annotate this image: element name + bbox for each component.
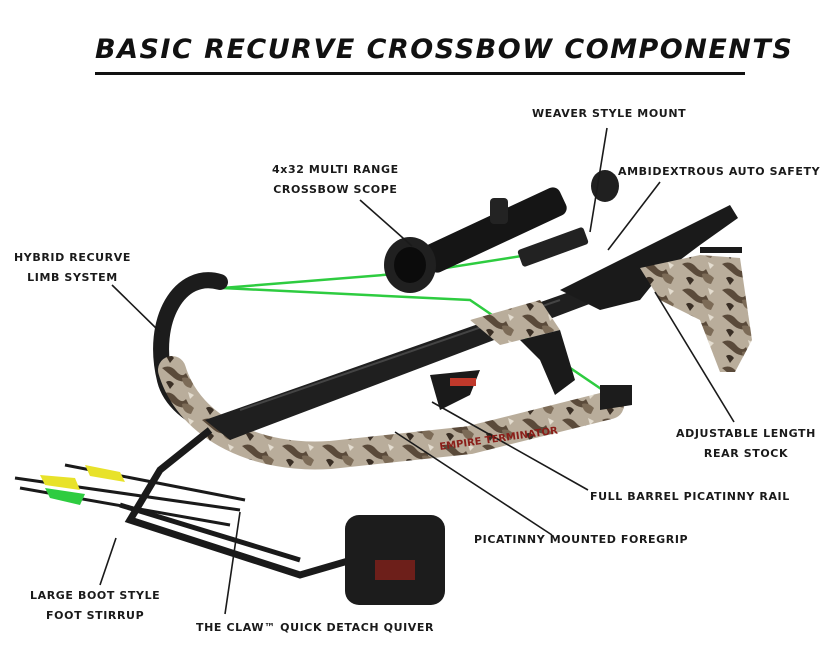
label-limb-line1: HYBRID RECURVE xyxy=(14,251,131,264)
label-scope-line2: CROSSBOW SCOPE xyxy=(273,183,398,196)
stock-body xyxy=(560,205,738,310)
label-weaver-mount-text: WEAVER STYLE MOUNT xyxy=(532,107,687,120)
label-stirrup: LARGE BOOT STYLE FOOT STIRRUP xyxy=(30,586,160,626)
rear-stock xyxy=(640,255,752,372)
label-limb: HYBRID RECURVE LIMB SYSTEM xyxy=(14,248,131,288)
label-rail: FULL BARREL PICATINNY RAIL xyxy=(590,487,790,507)
label-stirrup-line2: FOOT STIRRUP xyxy=(46,609,145,622)
label-safety-text: AMBIDEXTROUS AUTO SAFETY xyxy=(618,165,820,178)
label-stirrup-line1: LARGE BOOT STYLE xyxy=(30,589,161,602)
foot-stirrup xyxy=(124,427,421,579)
label-scope-line1: 4x32 MULTI RANGE xyxy=(272,163,399,176)
limb-camo xyxy=(158,356,624,470)
label-safety: AMBIDEXTROUS AUTO SAFETY xyxy=(618,162,820,182)
label-rear-stock-line1: ADJUSTABLE LENGTH xyxy=(676,427,816,440)
label-foregrip: PICATINNY MOUNTED FOREGRIP xyxy=(474,530,688,550)
label-rear-stock-line2: REAR STOCK xyxy=(703,447,789,460)
label-rear-stock: ADJUSTABLE LENGTH REAR STOCK xyxy=(676,424,816,464)
grip xyxy=(520,330,575,395)
leader-lines xyxy=(99,127,735,615)
diagram-title: BASIC RECURVE CROSSBOW COMPONENTS xyxy=(95,34,794,65)
label-quiver: THE CLAW™ QUICK DETACH QUIVER xyxy=(196,618,434,638)
scope xyxy=(384,170,619,293)
label-foregrip-text: PICATINNY MOUNTED FOREGRIP xyxy=(474,533,689,546)
label-rail-text: FULL BARREL PICATINNY RAIL xyxy=(590,490,790,503)
title-underline xyxy=(95,72,745,75)
label-limb-line2: LIMB SYSTEM xyxy=(27,271,118,284)
label-scope: 4x32 MULTI RANGE CROSSBOW SCOPE xyxy=(272,160,399,200)
label-weaver-mount: WEAVER STYLE MOUNT xyxy=(532,104,686,124)
arrows xyxy=(14,463,246,527)
label-quiver-text: THE CLAW™ QUICK DETACH QUIVER xyxy=(196,621,435,634)
